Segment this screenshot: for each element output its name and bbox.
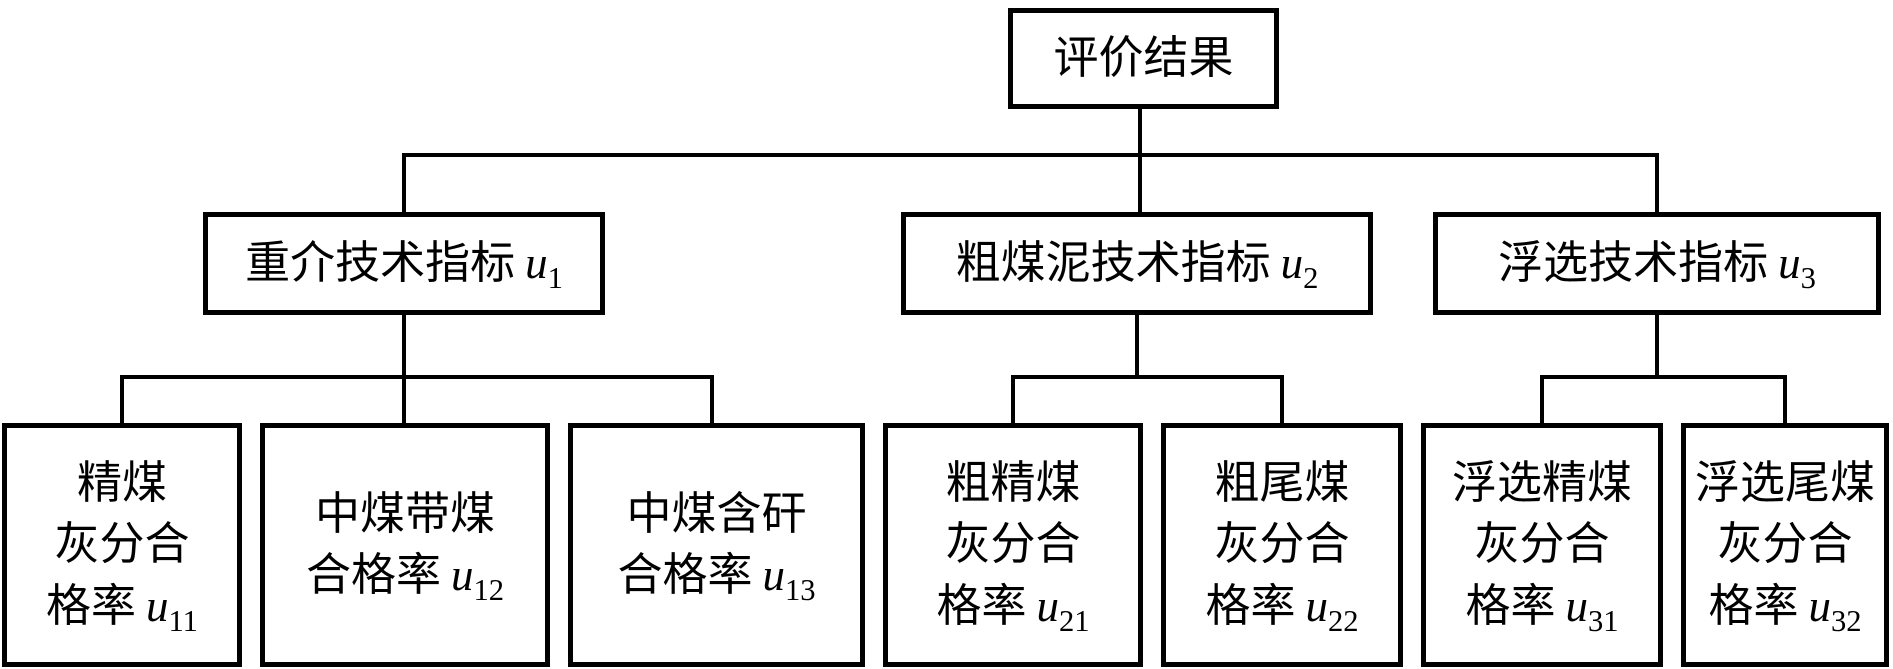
variable-u22: u22 bbox=[1305, 580, 1359, 638]
connector-u2-rail bbox=[1011, 375, 1284, 379]
connector-u1-drop bbox=[402, 315, 406, 379]
connector-drop-u11 bbox=[120, 375, 124, 425]
connector-drop-u1 bbox=[402, 153, 406, 213]
variable-u1: u1 bbox=[525, 237, 563, 295]
connector-drop-u22 bbox=[1280, 375, 1284, 425]
connector-drop-u13 bbox=[710, 375, 714, 425]
node-root: 评价结果 bbox=[1008, 8, 1279, 109]
variable-u32: u32 bbox=[1808, 580, 1862, 638]
variable-u12: u12 bbox=[450, 550, 505, 607]
variable-u21: u21 bbox=[1036, 580, 1090, 638]
variable-u3: u3 bbox=[1778, 237, 1816, 295]
connector-u1-rail bbox=[120, 375, 714, 379]
connector-u3-rail bbox=[1540, 375, 1787, 379]
connector-drop-u21 bbox=[1011, 375, 1015, 425]
connector-drop-u31 bbox=[1540, 375, 1544, 425]
connector-drop-u3 bbox=[1655, 153, 1659, 213]
connector-drop-u12 bbox=[402, 375, 406, 425]
variable-u13: u13 bbox=[762, 550, 816, 607]
connector-root-drop bbox=[1138, 109, 1142, 213]
connector-level2-rail bbox=[402, 153, 1659, 157]
connector-drop-u32 bbox=[1783, 375, 1787, 425]
variable-u11: u11 bbox=[146, 580, 198, 638]
variable-u31: u31 bbox=[1565, 580, 1619, 638]
connector-u3-drop bbox=[1655, 315, 1659, 379]
connector-u2-drop bbox=[1135, 315, 1139, 379]
variable-u2: u2 bbox=[1280, 237, 1319, 295]
node-root-label: 评价结果 bbox=[1053, 32, 1234, 83]
